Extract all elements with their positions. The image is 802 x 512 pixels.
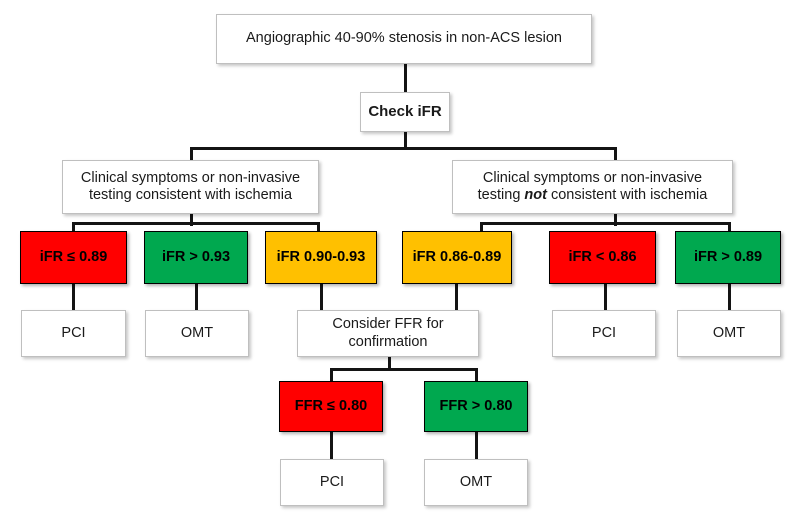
branch-ischemia-line1: Clinical symptoms or non-invasive: [80, 169, 301, 186]
node-ifr-gt-093[interactable]: iFR > 0.93: [144, 231, 248, 284]
node-pci-bottom-label: PCI: [319, 473, 345, 490]
node-ffr-le-080-label: FFR ≤ 0.80: [294, 397, 368, 414]
node-check-ifr-label: Check iFR: [368, 103, 442, 121]
node-ffr-gt-080[interactable]: FFR > 0.80: [424, 381, 528, 432]
connector-ifr-gt089-to-omt: [728, 283, 731, 311]
connector-left-chips-bus: [72, 222, 320, 225]
node-ffr-le-080[interactable]: FFR ≤ 0.80: [279, 381, 383, 432]
node-omt-right[interactable]: OMT: [677, 310, 781, 357]
node-ifr-090-093[interactable]: iFR 0.90-0.93: [265, 231, 377, 284]
node-omt-bottom-label: OMT: [459, 473, 493, 490]
node-ifr-gt-093-label: iFR > 0.93: [161, 248, 231, 265]
connector-root-to-check-ifr: [404, 63, 407, 93]
node-root[interactable]: Angiographic 40-90% stenosis in non-ACS …: [216, 14, 592, 64]
connector-ffr-bus: [330, 368, 478, 371]
node-ifr-gt-089-label: iFR > 0.89: [693, 248, 763, 265]
connector-right-chips-bus: [480, 222, 731, 225]
node-omt-right-label: OMT: [712, 324, 746, 341]
connector-level2-bus: [190, 147, 617, 150]
connector-level2-drop-left: [190, 147, 193, 161]
node-ffr-gt-080-label: FFR > 0.80: [439, 397, 513, 414]
connector-ffr-le080-to-pci: [330, 432, 333, 460]
connector-considerffr-stem: [388, 357, 391, 371]
connector-ifr-gt093-to-omt: [195, 283, 198, 311]
node-ifr-086-089[interactable]: iFR 0.86-0.89: [402, 231, 512, 284]
node-pci-left-label: PCI: [61, 324, 86, 341]
node-pci-bottom[interactable]: PCI: [280, 459, 384, 506]
connector-ffr-le080-drop: [330, 368, 333, 382]
connector-right-branch-stem: [614, 213, 617, 226]
connector-ffr-gt080-drop: [475, 368, 478, 382]
node-ifr-le-089[interactable]: iFR ≤ 0.89: [20, 231, 127, 284]
connector-ifr-090093-to-considerffr: [320, 283, 323, 311]
node-ifr-lt-086[interactable]: iFR < 0.86: [549, 231, 656, 284]
connector-ifr-lt086-to-pci: [604, 283, 607, 311]
connector-level2-drop-right: [614, 147, 617, 161]
branch-no-ischemia-line1: Clinical symptoms or non-invasive: [482, 169, 703, 186]
node-pci-right[interactable]: PCI: [552, 310, 656, 357]
node-root-label: Angiographic 40-90% stenosis in non-ACS …: [246, 30, 562, 47]
connector-left-branch-stem: [190, 213, 193, 226]
branch-ischemia-line2: testing consistent with ischemia: [88, 187, 293, 203]
node-pci-left[interactable]: PCI: [21, 310, 126, 357]
node-ifr-090-093-label: iFR 0.90-0.93: [276, 248, 366, 265]
node-omt-bottom[interactable]: OMT: [424, 459, 528, 506]
node-ifr-gt-089[interactable]: iFR > 0.89: [675, 231, 781, 284]
connector-ifr-086089-to-considerffr: [455, 283, 458, 311]
connector-ffr-gt080-to-omt: [475, 432, 478, 460]
connector-left-chip1-drop: [72, 222, 75, 232]
node-consider-ffr-label: Consider FFR for confirmation: [332, 316, 444, 350]
connector-check-ifr-stem: [404, 130, 407, 147]
node-ifr-lt-086-label: iFR < 0.86: [568, 248, 637, 265]
node-pci-right-label: PCI: [591, 324, 617, 341]
node-ifr-le-089-label: iFR ≤ 0.89: [39, 248, 108, 265]
branch-no-ischemia-emphasis: not: [524, 187, 547, 203]
connector-right-chip1-drop: [480, 222, 483, 232]
node-check-ifr[interactable]: Check iFR: [360, 92, 450, 132]
node-omt-left[interactable]: OMT: [145, 310, 249, 357]
connector-left-chip3-drop: [317, 222, 320, 232]
branch-no-ischemia-post: consistent with ischemia: [546, 187, 708, 203]
node-omt-left-label: OMT: [180, 324, 214, 341]
connector-right-chip3-drop: [728, 222, 731, 232]
node-consider-ffr[interactable]: Consider FFR for confirmation: [297, 310, 479, 357]
node-ifr-086-089-label: iFR 0.86-0.89: [412, 248, 502, 265]
connector-ifr-le089-to-pci: [72, 283, 75, 311]
branch-no-ischemia-pre: testing: [477, 187, 525, 203]
